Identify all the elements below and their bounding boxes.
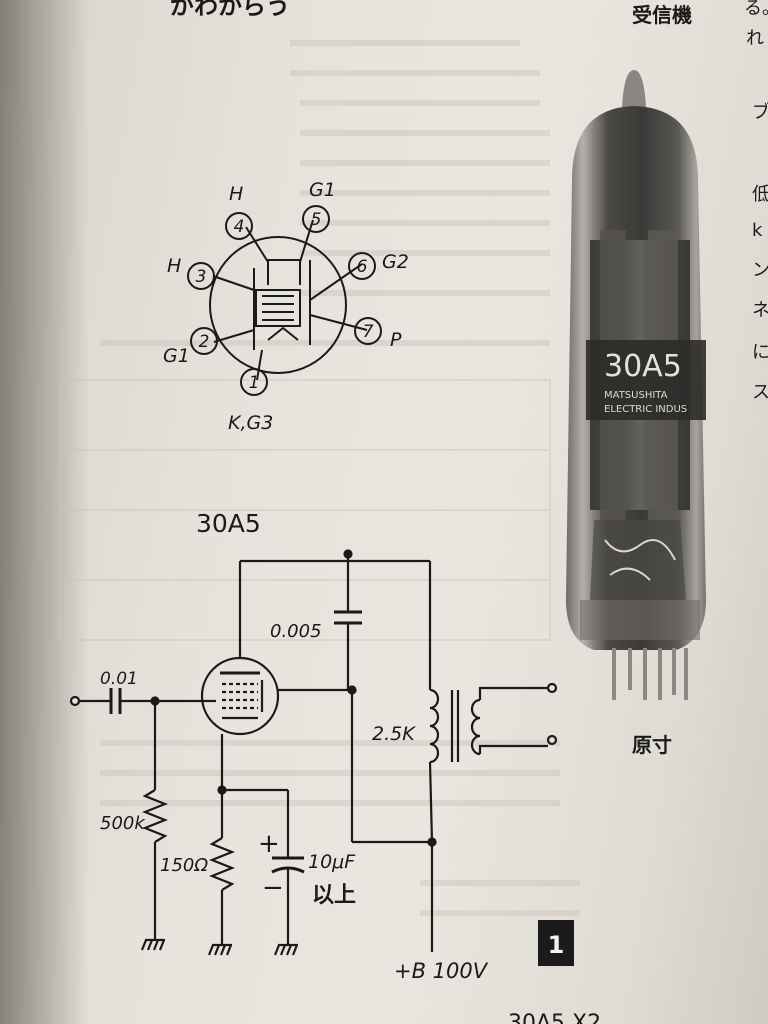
transformer-primary [429, 688, 440, 764]
tube-pins [612, 648, 688, 700]
header-top-left: がわからう [170, 0, 290, 20]
tube-base [580, 600, 700, 640]
tube-envelope-circle [209, 236, 347, 374]
grid-resistor-label: 500k [100, 813, 146, 834]
pin-number: 1 [249, 373, 260, 393]
pin-5-circle [302, 205, 330, 233]
pin-number: 6 [357, 257, 368, 277]
pin-number: 2 [199, 332, 210, 352]
pin-3-circle [187, 262, 215, 290]
pin-label: G2 [382, 251, 409, 273]
plate-element [267, 259, 301, 285]
tube-marking: 30A5 [604, 349, 682, 384]
pin-label: K,G3 [228, 412, 273, 434]
edge-char: に [752, 342, 768, 363]
pin-label: H [167, 255, 181, 277]
bottom-cut-text: 30A5 X2 [508, 1011, 601, 1024]
pin-numbers: 1 2 3 4 5 6 7 [196, 210, 374, 393]
cathode-cap-plus: + [258, 829, 280, 859]
ground-symbol [207, 943, 233, 956]
edge-char: ネ [752, 300, 768, 321]
tube-tip [622, 70, 646, 108]
pin-7-circle [354, 317, 382, 345]
edge-char: ス [752, 382, 768, 403]
pin-4-circle [225, 212, 253, 240]
edge-char: ブ [752, 101, 768, 123]
pin-label: G1 [163, 345, 190, 367]
cathode-cap-minus: − [262, 873, 284, 903]
output-terminal [546, 682, 558, 694]
pin-number: 7 [363, 322, 374, 342]
edge-char: k [752, 220, 763, 241]
cathode-resistor [209, 837, 235, 891]
edge-second-text: れ [746, 28, 764, 49]
tube-maker-line2: ELECTRIC INDUS [604, 404, 687, 415]
schematic-title: 30A5 [196, 509, 261, 538]
grid-resistor [142, 789, 168, 843]
cathode-cap-label: 10μF [308, 851, 356, 873]
cathode-element [255, 289, 301, 327]
pin-label: G1 [309, 179, 336, 201]
ground-symbol [140, 938, 166, 951]
pin-number: 5 [311, 210, 322, 230]
tube-symbol [200, 656, 280, 736]
coupling-cap-label: 0.01 [100, 669, 138, 689]
edge-char: ン [752, 260, 768, 281]
pin-labels: K,G3 G1 H H G1 G2 P [163, 179, 409, 434]
pin-6-circle [348, 252, 376, 280]
edge-top-text: る。 [744, 0, 768, 19]
pin-label: P [390, 329, 402, 351]
ground-symbol [273, 943, 299, 956]
plate-cap-label: 0.005 [270, 621, 322, 642]
cathode-resistor-label: 150Ω [160, 855, 208, 876]
pin-number: 3 [196, 267, 207, 287]
input-terminal [69, 695, 81, 707]
photo-caption: 原寸 [632, 733, 672, 757]
tube-maker-line1: MATSUSHITA [604, 390, 668, 401]
supply-label: +B 100V [394, 959, 489, 983]
figure-number-badge [538, 920, 574, 966]
tube-pin-diagram [187, 205, 382, 396]
vacuum-tube-photo: 30A5 MATSUSHITA ELECTRIC INDUS [566, 70, 706, 700]
transformer-secondary [470, 698, 481, 756]
pin-2-circle [190, 327, 218, 355]
pin-label: H [229, 183, 243, 205]
amplifier-schematic [69, 549, 558, 956]
page-gutter-shadow [0, 0, 90, 1024]
header-top-right: 受信機 [632, 3, 692, 27]
output-terminal [546, 734, 558, 746]
pin-number: 4 [234, 217, 245, 237]
figure-number: 1 [548, 931, 565, 959]
edge-char: 低 [752, 184, 768, 205]
show-through-text [59, 40, 580, 916]
cathode-cap-note: 以上 [312, 883, 356, 908]
pin-1-circle [240, 368, 268, 396]
transformer-label: 2.5K [372, 723, 416, 745]
